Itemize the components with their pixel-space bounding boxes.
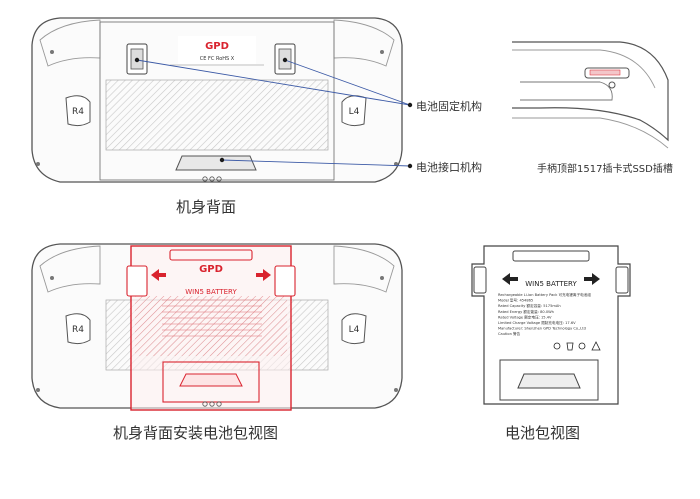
- device-back-logo-plate: [178, 36, 256, 64]
- callout-dot: [407, 102, 413, 108]
- pb-icon: [578, 342, 586, 350]
- battery-pack-bottom-window: [499, 359, 599, 401]
- battery-spec-line: Rated Energy 额定能量: 80.0Wh: [498, 309, 554, 314]
- device-back-screw: [50, 50, 54, 54]
- callout-line-fixing-right: [284, 59, 411, 106]
- battery-pack-view: WIN5 BATTERY Rechargeable Li-ion Battery…: [471, 245, 631, 405]
- callout-dot: [219, 157, 225, 163]
- battery-pack-spec-lines: Rechargeable Li-ion Battery Pack 可充电锂离子电…: [498, 292, 591, 336]
- ssd-slot-grip-inner: [512, 49, 656, 89]
- warning-icon: [591, 341, 601, 351]
- installed-right-clip: [274, 265, 296, 297]
- battery-pack-left-tab: [473, 266, 487, 294]
- device-back-cert: CE FC RoHS X: [200, 56, 235, 62]
- ssd-slot-contour: [512, 117, 669, 149]
- device-back-screw: [36, 162, 40, 166]
- installed-battery-connector: [179, 373, 243, 387]
- callout-leaders: [136, 59, 411, 167]
- svg-text:R4: R4: [72, 107, 84, 117]
- battery-spec-line: Model 型号: 454865: [498, 298, 533, 303]
- device-back-view: GPD CE FC RoHS X R4 L4: [31, 17, 403, 183]
- battery-pack-arrow-left-icon: [502, 273, 518, 285]
- installed-battery-brand: WIN5 BATTERY: [185, 288, 237, 296]
- installed-led: [216, 401, 222, 407]
- callout-dot: [282, 57, 288, 63]
- ssd-slot-cover: [520, 81, 613, 101]
- caption-ssd-slot: 手柄顶部1517插卡式SSD插槽: [537, 164, 673, 175]
- installed-shoulder-left: [39, 245, 101, 293]
- device-back-led: [202, 176, 208, 182]
- callout-dot: [407, 163, 413, 169]
- caption-device-back: 机身背面: [176, 198, 237, 216]
- device-back-hatch-area: [105, 79, 329, 151]
- installed-battery-logo: GPD: [199, 264, 223, 275]
- ssd-slot-screw: [608, 81, 616, 89]
- battery-spec-line: Caution 警告: [498, 331, 521, 336]
- device-back-screw: [380, 50, 384, 54]
- installed-led: [209, 401, 215, 407]
- installed-view: R4 L4 GPD WIN5 BATTERY: [31, 243, 403, 411]
- device-back-connector: [175, 155, 257, 171]
- battery-spec-line: Limited Charge Voltage 限制充电电压: 17.6V: [498, 320, 576, 325]
- device-back-screw: [394, 162, 398, 166]
- installed-battery-hatch: [135, 296, 287, 356]
- device-back-r4-button: R4: [65, 95, 91, 127]
- device-back-l4-button: L4: [341, 95, 367, 127]
- battery-spec-line: Rated Capacity 额定容量: 5175mAh: [498, 303, 561, 308]
- device-back-logo: GPD: [205, 41, 229, 52]
- battery-pack-connector: [517, 373, 581, 389]
- installed-screw: [380, 276, 384, 280]
- ssd-slot-grip-outline: [512, 41, 669, 142]
- installed-screw: [36, 388, 40, 392]
- caption-installed-view: 机身背面安装电池包视图: [113, 424, 279, 442]
- installed-led: [202, 401, 208, 407]
- svg-text:L4: L4: [349, 107, 360, 117]
- installed-battery-spec-lines: [162, 299, 262, 337]
- installed-screw: [394, 388, 398, 392]
- installed-shoulder-right: [333, 245, 395, 293]
- battery-pack-top-slot: [512, 250, 590, 262]
- installed-l4-button: L4: [341, 313, 367, 345]
- battery-spec-line: Rechargeable Li-ion Battery Pack 可充电锂离子电…: [498, 292, 591, 297]
- battery-pack-safety-icons: [553, 341, 601, 351]
- callout-battery-fixing: 电池固定机构: [416, 100, 482, 113]
- installed-battery-top-slot: [169, 249, 253, 261]
- installed-r4-button: R4: [65, 313, 91, 345]
- callout-battery-connector: 电池接口机构: [416, 161, 482, 174]
- battery-spec-line: Manufacturer: Shenzhen GPD Technology Co…: [498, 327, 586, 331]
- ssd-slot-label: [589, 69, 621, 76]
- caption-battery-view: 电池包视图: [505, 424, 581, 442]
- battery-pack-right-tab: [615, 266, 629, 294]
- callout-dot: [134, 57, 140, 63]
- callout-line-fixing-left: [136, 59, 411, 106]
- svg-text:R4: R4: [72, 325, 84, 335]
- device-back-led: [216, 176, 222, 182]
- installed-screw: [50, 276, 54, 280]
- weee-bin-icon: [566, 342, 574, 351]
- device-back-led: [209, 176, 215, 182]
- installed-arrow-left-icon: [151, 269, 166, 281]
- battery-pack-outline: [471, 245, 631, 405]
- battery-spec-line: Rated Voltage 额定电压: 15.4V: [498, 314, 552, 319]
- installed-arrow-right-icon: [256, 269, 271, 281]
- ssd-slot-detail: [512, 41, 669, 149]
- installed-left-clip: [126, 265, 148, 297]
- svg-text:L4: L4: [349, 325, 360, 335]
- battery-pack-brand: WIN5 BATTERY: [525, 280, 577, 288]
- callout-line-connector: [221, 159, 411, 167]
- recycle-icon: [553, 342, 561, 350]
- battery-pack-arrow-right-icon: [584, 273, 600, 285]
